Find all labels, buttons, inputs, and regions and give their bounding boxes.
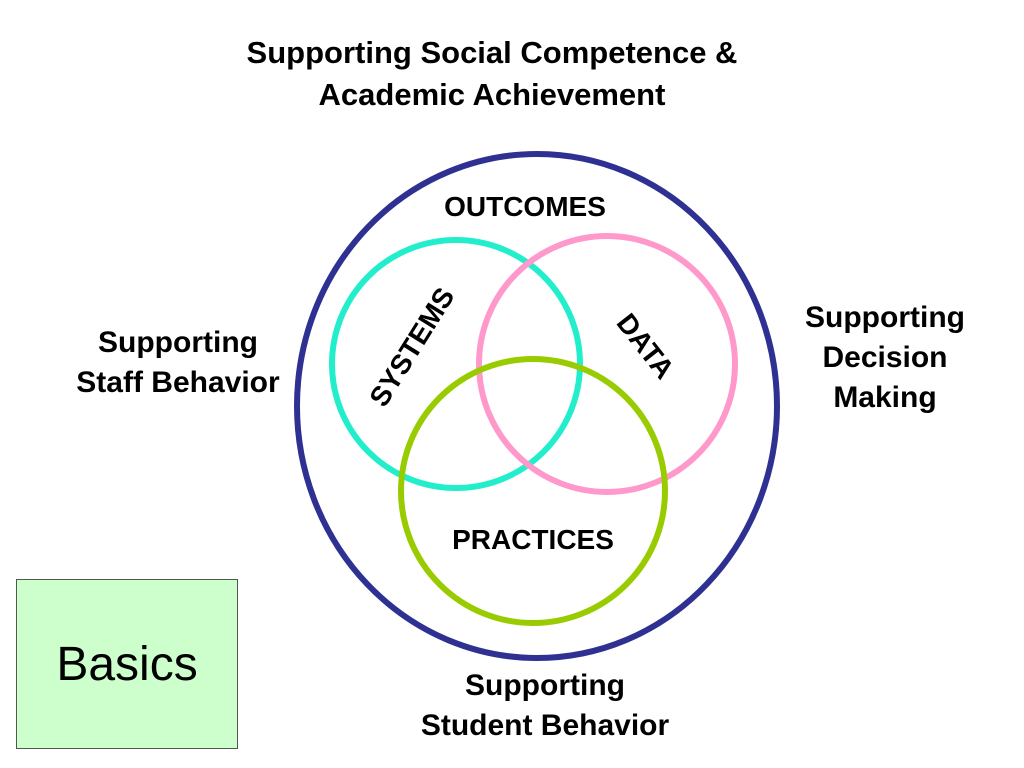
title-line-1: Supporting Social Competence &: [246, 35, 738, 70]
title-line-2: Academic Achievement: [318, 77, 666, 112]
data-label: DATA: [611, 308, 681, 385]
systems-circle: [329, 237, 583, 491]
diagram-title: Supporting Social Competence & Academic …: [112, 32, 872, 116]
staff-behavior-label: Supporting Staff Behavior: [40, 323, 316, 403]
decision-making-line-2: Decision: [822, 341, 948, 374]
practices-circle: [398, 356, 668, 626]
basics-label: Basics: [56, 637, 198, 691]
decision-making-line-1: Supporting: [805, 301, 965, 334]
decision-making-line-3: Making: [833, 381, 937, 414]
basics-box: Basics: [16, 579, 238, 749]
outcomes-label: OUTCOMES: [444, 191, 606, 222]
student-behavior-label: Supporting Student Behavior: [365, 666, 725, 746]
student-behavior-line-1: Supporting: [465, 669, 625, 702]
outcomes-outer-circle: [294, 151, 780, 661]
data-circle: [476, 233, 738, 495]
staff-behavior-line-1: Supporting: [98, 326, 258, 359]
student-behavior-line-2: Student Behavior: [420, 709, 670, 742]
decision-making-label: Supporting Decision Making: [765, 298, 1005, 418]
practices-label: PRACTICES: [452, 524, 614, 555]
staff-behavior-line-2: Staff Behavior: [76, 366, 280, 399]
